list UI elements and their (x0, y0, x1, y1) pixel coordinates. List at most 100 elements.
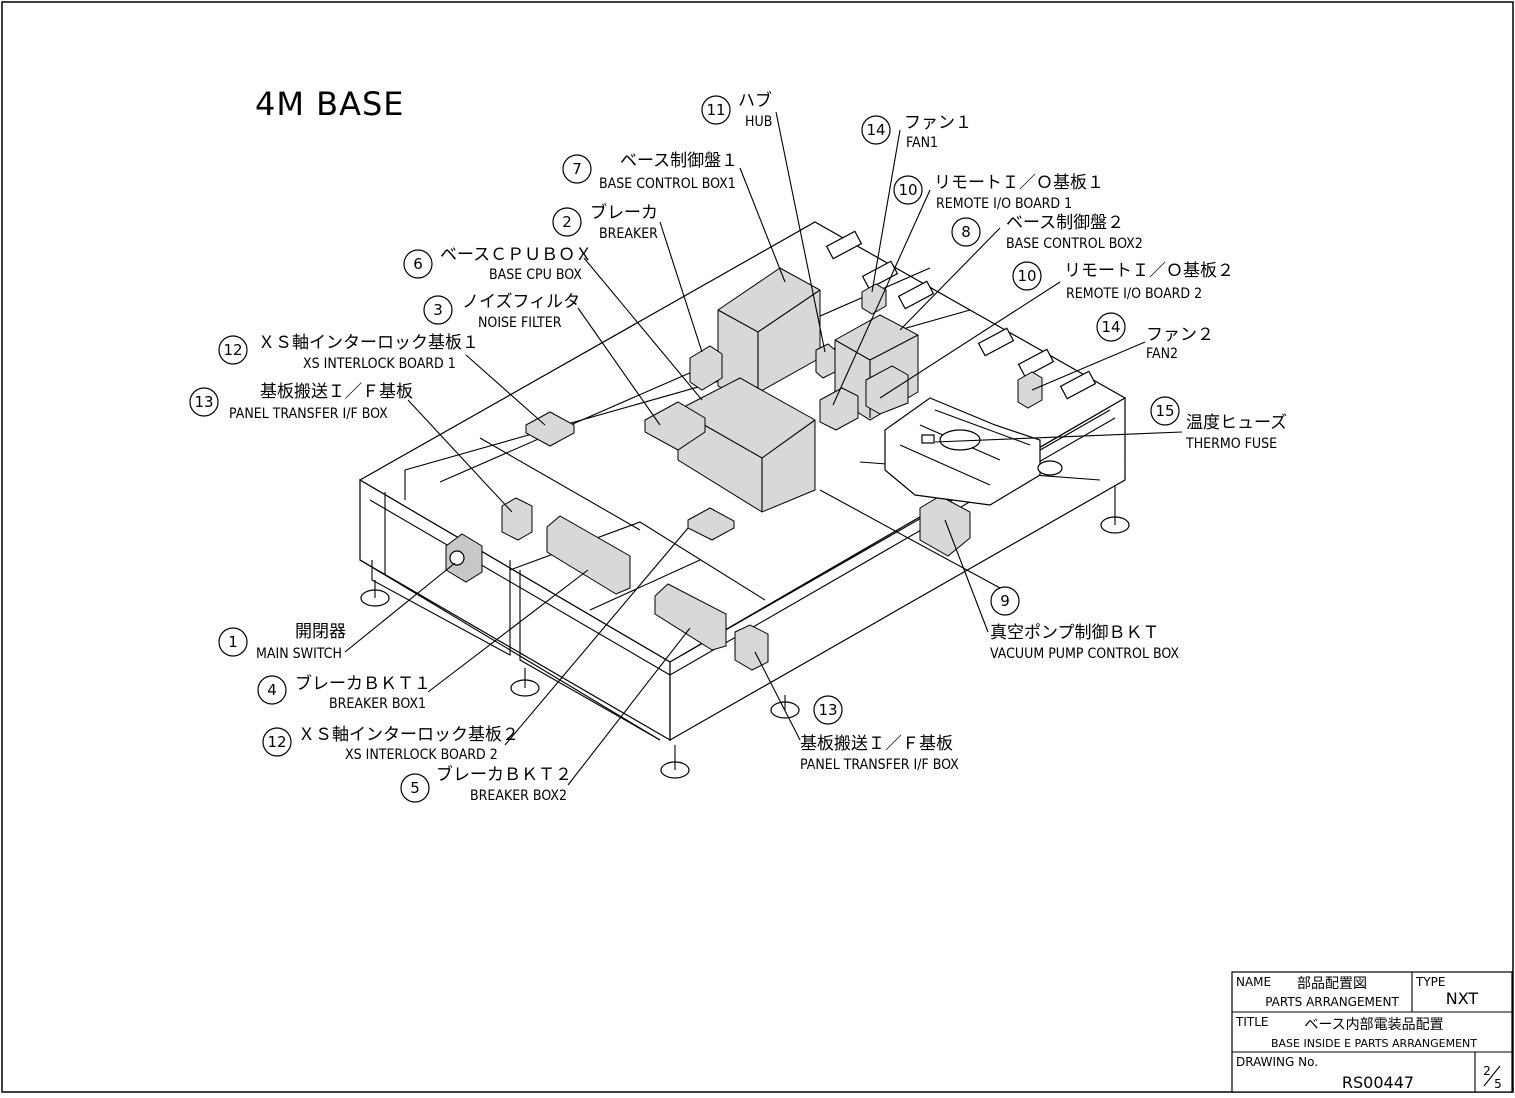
svg-text:ブレーカ: ブレーカ (590, 202, 658, 223)
callout-breaker: 2 ブレーカ BREAKER (552, 202, 658, 242)
title-en: BASE INSIDE E PARTS ARRANGEMENT (1271, 1037, 1477, 1050)
svg-text:REMOTE I/O BOARD 2: REMOTE I/O BOARD 2 (1066, 286, 1202, 302)
svg-text:MAIN SWITCH: MAIN SWITCH (256, 646, 342, 662)
svg-text:ＸＳ軸インターロック基板２: ＸＳ軸インターロック基板２ (298, 725, 519, 745)
svg-text:ベース制御盤２: ベース制御盤２ (1006, 213, 1124, 233)
svg-text:XS INTERLOCK BOARD 1: XS INTERLOCK BOARD 1 (303, 356, 456, 372)
panel-transfer-if-box-1 (501, 497, 533, 541)
callout-main-switch: 1 開閉器 MAIN SWITCH (218, 622, 346, 662)
sheet-total: 5 (1494, 1077, 1502, 1091)
callouts: 11 ハブ HUB 14 ファン１ FAN1 7 ベース制御盤１ BASE CO… (189, 90, 1287, 804)
svg-text:XS INTERLOCK BOARD 2: XS INTERLOCK BOARD 2 (345, 747, 498, 763)
svg-text:REMOTE I/O BOARD 1: REMOTE I/O BOARD 1 (936, 196, 1072, 212)
svg-text:5: 5 (410, 779, 420, 797)
breaker-box-2 (654, 583, 727, 651)
leader-lines (344, 111, 1183, 786)
name-jp: 部品配置図 (1297, 976, 1367, 992)
drawing-title: 4M BASE (255, 85, 405, 123)
svg-text:BASE CONTROL BOX2: BASE CONTROL BOX2 (1006, 236, 1143, 252)
svg-text:基板搬送Ｉ／Ｆ基板: 基板搬送Ｉ／Ｆ基板 (800, 734, 953, 754)
callout-noise-filter: 3 ノイズフィルタ NOISE FILTER (423, 292, 580, 331)
svg-text:ブレーカＢＫＴ１: ブレーカＢＫＴ１ (295, 673, 431, 694)
svg-text:ブレーカＢＫＴ２: ブレーカＢＫＴ２ (436, 764, 572, 785)
title-label: TITLE (1235, 1015, 1268, 1029)
drawing-number: RS00447 (1342, 1073, 1414, 1092)
name-label: NAME (1236, 975, 1271, 989)
svg-text:13: 13 (818, 701, 837, 719)
hub (815, 343, 836, 379)
remote-io-board-2 (865, 365, 909, 415)
svg-text:7: 7 (572, 160, 582, 178)
svg-text:BASE CPU BOX: BASE CPU BOX (489, 267, 582, 283)
svg-text:4: 4 (267, 681, 277, 699)
svg-text:ファン２: ファン２ (1146, 325, 1214, 345)
svg-text:FAN2: FAN2 (1146, 346, 1178, 362)
svg-text:基板搬送Ｉ／Ｆ基板: 基板搬送Ｉ／Ｆ基板 (260, 382, 413, 402)
svg-text:12: 12 (267, 733, 286, 751)
callout-base-cpu-box: 6 ベースＣＰＵＢＯＸ BASE CPU BOX (403, 245, 592, 283)
sheet-number: 2 (1483, 1064, 1491, 1078)
callout-panel-transfer-if-box-2: 13 基板搬送Ｉ／Ｆ基板 PANEL TRANSFER I/F BOX (800, 695, 959, 773)
svg-text:10: 10 (898, 181, 917, 199)
svg-text:15: 15 (1155, 402, 1174, 420)
callout-remote-io-board-1: 10 リモートＩ／Ｏ基板１ REMOTE I/O BOARD 1 (893, 173, 1104, 212)
svg-text:BASE CONTROL BOX1: BASE CONTROL BOX1 (599, 176, 736, 192)
callout-fan-2: 14 ファン２ FAN2 (1096, 312, 1214, 362)
svg-text:温度ヒューズ: 温度ヒューズ (1186, 413, 1287, 433)
callout-number-circle (701, 95, 731, 125)
svg-text:14: 14 (866, 121, 885, 139)
breaker (689, 345, 723, 391)
title-block: NAME 部品配置図 PARTS ARRANGEMENT TYPE NXT TI… (1231, 971, 1513, 1093)
parts (445, 267, 1063, 671)
svg-text:6: 6 (413, 255, 423, 273)
svg-text:10: 10 (1017, 267, 1036, 285)
title-jp: ベース内部電装品配置 (1304, 1017, 1443, 1033)
svg-text:リモートＩ／Ｏ基板１: リモートＩ／Ｏ基板１ (934, 173, 1104, 193)
svg-text:12: 12 (223, 341, 242, 359)
callout-xs-interlock-board-2: 12 ＸＳ軸インターロック基板２ XS INTERLOCK BOARD 2 (262, 725, 519, 763)
callout-xs-interlock-board-1: 12 ＸＳ軸インターロック基板１ XS INTERLOCK BOARD 1 (218, 333, 479, 372)
svg-text:3: 3 (433, 301, 443, 319)
svg-text:真空ポンプ制御ＢＫＴ: 真空ポンプ制御ＢＫＴ (990, 623, 1160, 643)
callout-number: 11 (706, 101, 725, 119)
callout-vacuum-pump-control-box: 9 真空ポンプ制御ＢＫＴ VACUUM PUMP CONTROL BOX (990, 586, 1179, 662)
name-en: PARTS ARRANGEMENT (1265, 995, 1399, 1009)
callout-base-control-box-1: 7 ベース制御盤１ BASE CONTROL BOX1 (562, 151, 738, 192)
svg-text:VACUUM PUMP CONTROL BOX: VACUUM PUMP CONTROL BOX (990, 646, 1179, 662)
svg-text:8: 8 (961, 223, 971, 241)
xs-interlock-board-1 (525, 411, 575, 447)
fan-2 (1017, 371, 1043, 409)
svg-text:THERMO FUSE: THERMO FUSE (1185, 436, 1277, 452)
svg-text:ＸＳ軸インターロック基板１: ＸＳ軸インターロック基板１ (258, 333, 479, 353)
svg-text:ベース制御盤１: ベース制御盤１ (620, 151, 738, 171)
callout-remote-io-board-2: 10 リモートＩ／Ｏ基板２ REMOTE I/O BOARD 2 (1012, 261, 1234, 302)
panel-transfer-if-box-2 (734, 624, 769, 671)
type-value: NXT (1446, 989, 1479, 1008)
callout-breaker-box-1: 4 ブレーカＢＫＴ１ BREAKER BOX1 (257, 673, 431, 712)
svg-text:FAN1: FAN1 (906, 135, 938, 151)
svg-text:ベースＣＰＵＢＯＸ: ベースＣＰＵＢＯＸ (440, 245, 592, 265)
svg-text:BREAKER: BREAKER (599, 226, 658, 242)
svg-text:9: 9 (1000, 592, 1010, 610)
svg-text:2: 2 (562, 213, 572, 231)
callout-base-control-box-2: 8 ベース制御盤２ BASE CONTROL BOX2 (951, 213, 1143, 252)
svg-text:ファン１: ファン１ (904, 113, 972, 133)
callout-hub: 11 ハブ HUB (701, 90, 772, 130)
svg-text:BREAKER BOX2: BREAKER BOX2 (470, 788, 567, 804)
callout-thermo-fuse: 15 温度ヒューズ THERMO FUSE (1150, 396, 1287, 452)
remote-io-board-1 (819, 387, 859, 431)
base-cpu-box (677, 377, 816, 513)
svg-text:13: 13 (194, 393, 213, 411)
type-label: TYPE (1415, 975, 1445, 989)
vacuum-pump (884, 397, 1063, 506)
noise-filter (644, 401, 706, 451)
svg-text:NOISE FILTER: NOISE FILTER (478, 315, 562, 331)
callout-breaker-box-2: 5 ブレーカＢＫＴ２ BREAKER BOX2 (400, 764, 572, 804)
svg-text:BREAKER BOX1: BREAKER BOX1 (329, 696, 426, 712)
svg-text:14: 14 (1101, 318, 1120, 336)
callout-en-label: HUB (745, 114, 772, 130)
svg-text:開閉器: 開閉器 (295, 622, 346, 642)
